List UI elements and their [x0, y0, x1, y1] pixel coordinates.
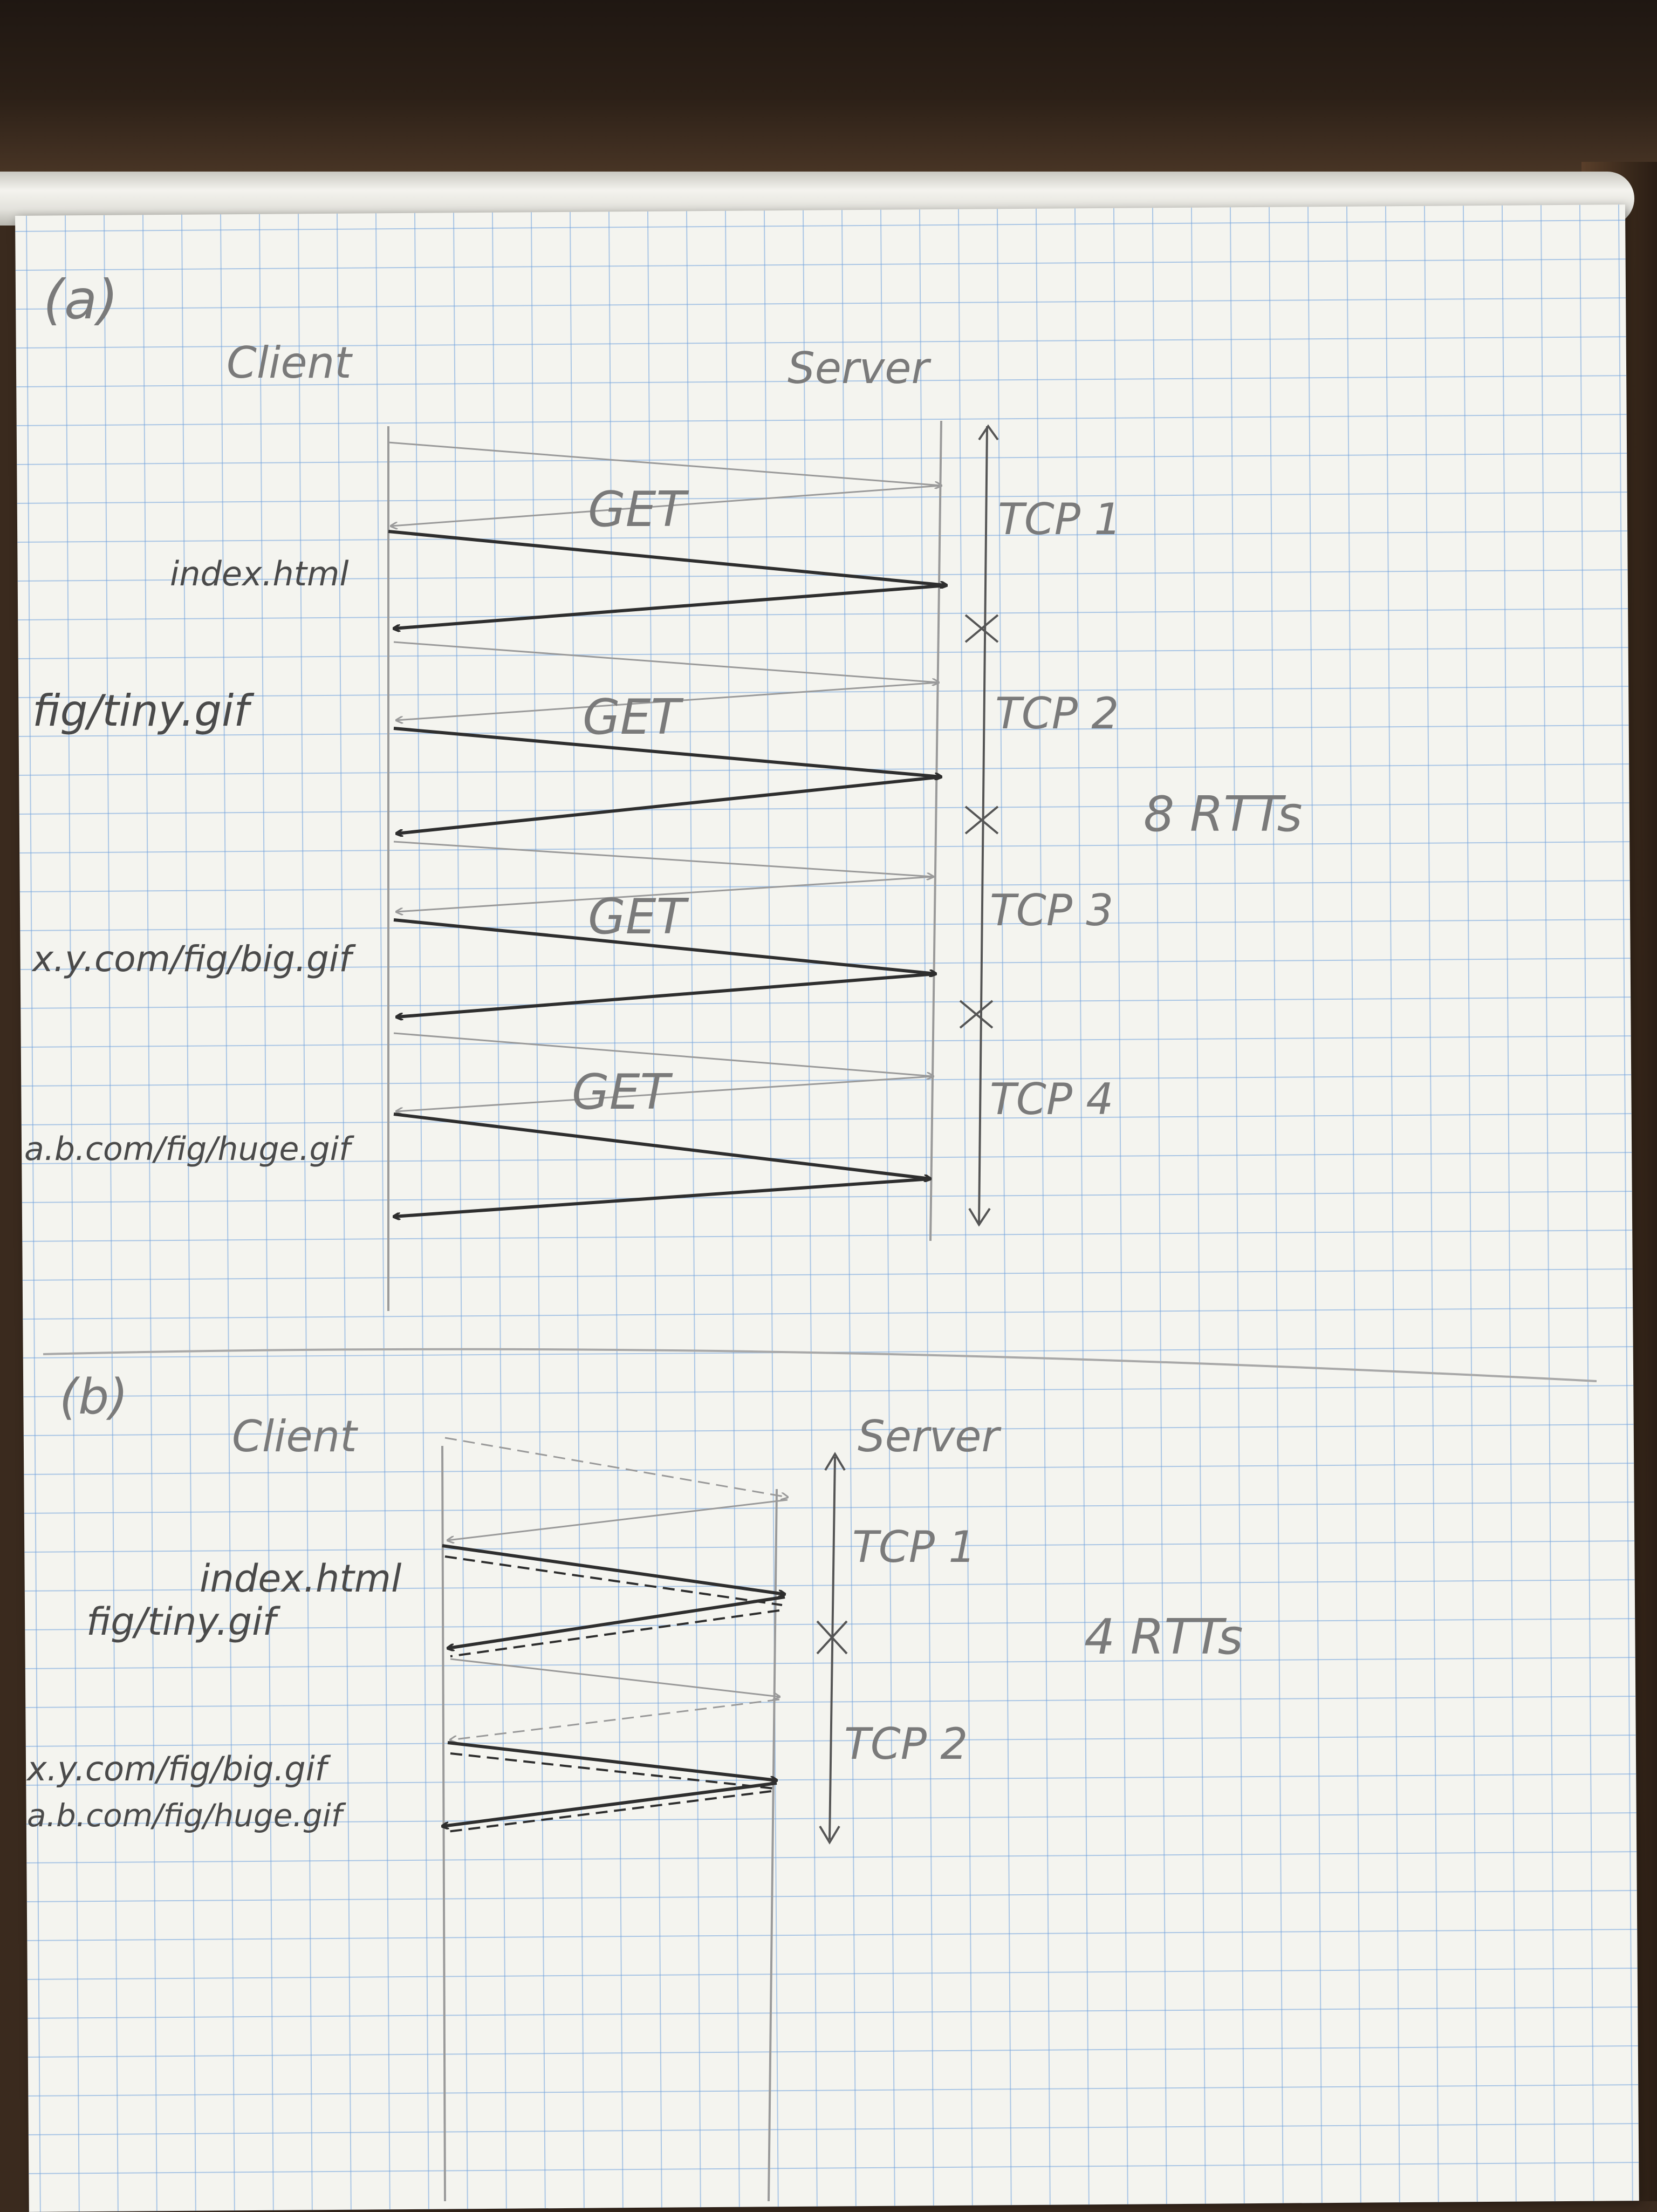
part-b-get-arrow	[444, 1555, 783, 1606]
part-b-server-timeline	[768, 1489, 778, 2201]
part-a-syn-arrow	[393, 1032, 933, 1076]
part-a-syn-arrow	[388, 441, 941, 486]
part-a-get-arrow	[393, 727, 941, 777]
part-b-request-label: fig/tiny.gif	[86, 1600, 281, 1644]
part-a-divider-mark	[964, 805, 999, 835]
part-a-request-label: x.y.com/fig/big.gif	[31, 938, 356, 980]
part-a-synack-arrow	[396, 876, 934, 912]
part-b-divider-mark	[816, 1620, 848, 1655]
part-b-response-arrow	[442, 1781, 777, 1826]
section-divider	[43, 1348, 1597, 1382]
part-a-get-label: GET	[572, 1064, 673, 1121]
part-b-get-arrow	[447, 1741, 777, 1780]
part-a-tcp-label: TCP 1	[998, 494, 1121, 544]
part-b-rtt-axis	[828, 1456, 836, 1840]
part-a-response-arrow	[394, 584, 947, 629]
part-b-response-arrow	[448, 1595, 785, 1648]
part-b-client-timeline	[441, 1445, 446, 2201]
part-a-divider-mark	[959, 1000, 994, 1029]
part-a-response-arrow	[396, 775, 942, 834]
part-a-get-label: GET	[583, 689, 684, 746]
part-a-get-arrow	[388, 530, 947, 585]
part-b-syn-arrow	[444, 1437, 788, 1497]
part-a-get-label: GET	[588, 889, 689, 945]
part-a-server-timeline	[929, 420, 942, 1241]
part-b-get-arrow	[450, 1752, 775, 1790]
part-a-get-arrow	[393, 918, 936, 974]
part-b-tcp-label: TCP 1	[852, 1522, 976, 1572]
part-b-get-arrow	[442, 1544, 785, 1594]
part-a-server-label: Server	[788, 343, 932, 393]
part-a-get-arrow	[393, 1112, 930, 1179]
part-b-tcp-label: TCP 2	[844, 1719, 968, 1769]
part-a-request-label: a.b.com/fig/huge.gif	[24, 1130, 354, 1168]
part-a-synack-arrow	[396, 1075, 934, 1111]
part-a-synack-arrow	[396, 681, 939, 720]
part-a-tcp-label: TCP 3	[990, 885, 1113, 936]
part-b-request-label: a.b.com/fig/huge.gif	[27, 1797, 346, 1834]
part-b-request-label: x.y.com/fig/big.gif	[26, 1749, 331, 1788]
desk-background	[0, 0, 1657, 178]
part-b-syn-arrow	[450, 1658, 779, 1697]
part-a-request-label: index.html	[170, 554, 349, 593]
part-a-get-label: GET	[588, 481, 689, 538]
part-b-client-label: Client	[232, 1411, 358, 1462]
part-a-tcp-label: TCP 4	[990, 1074, 1113, 1124]
part-a-response-arrow	[394, 1177, 931, 1217]
part-b-label: (b)	[59, 1369, 128, 1425]
part-a-syn-arrow	[393, 841, 933, 877]
part-a-divider-mark	[964, 614, 999, 643]
part-b-server-label: Server	[858, 1411, 1002, 1462]
part-a-rtt-axis	[978, 426, 988, 1225]
part-a-request-label: fig/tiny.gif	[32, 686, 255, 736]
part-b-synack-arrow	[448, 1499, 788, 1540]
part-a-synack-arrow	[391, 484, 942, 526]
part-a-client-label: Client	[227, 338, 353, 388]
part-a-total-rtts: 8 RTTs	[1144, 786, 1303, 843]
part-b-request-label: index.html	[200, 1556, 402, 1601]
part-b-response-arrow	[447, 1790, 772, 1833]
part-a-response-arrow	[396, 972, 936, 1017]
part-b-total-rtts: 4 RTTs	[1084, 1609, 1243, 1665]
part-a-label: (a)	[43, 268, 118, 331]
part-b-synack-arrow	[450, 1698, 780, 1740]
part-a-tcp-label: TCP 2	[995, 688, 1119, 739]
part-a-syn-arrow	[393, 641, 939, 682]
part-b-response-arrow	[450, 1609, 780, 1657]
